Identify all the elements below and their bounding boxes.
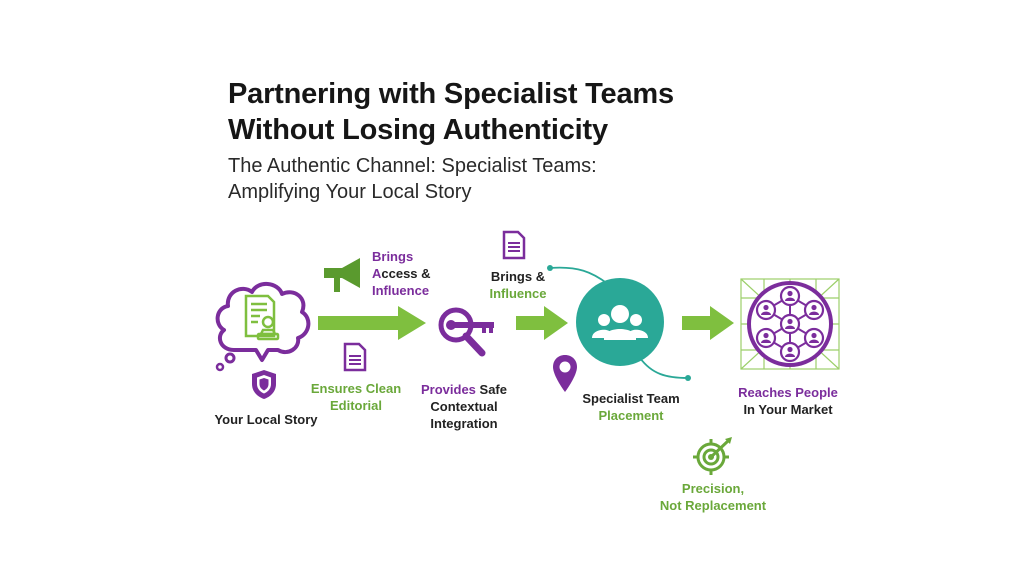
influence-label: Brings & Influence bbox=[489, 269, 547, 301]
person-body-icon bbox=[785, 297, 795, 301]
location-pin-icon bbox=[553, 355, 577, 392]
market-label: Reaches People In Your Market bbox=[738, 385, 838, 417]
placement-label: Specialist Team Placement bbox=[582, 391, 680, 423]
title-line-2: Without Losing Authenticity bbox=[228, 114, 608, 146]
person-body-icon bbox=[809, 339, 819, 343]
people-network-icon bbox=[740, 278, 840, 370]
subtitle-line-1: The Authentic Channel: Specialist Teams: bbox=[228, 155, 597, 177]
person-head-icon bbox=[787, 346, 793, 353]
integration-label: Provides Safe Contextual Integration bbox=[421, 382, 507, 431]
person-body-icon bbox=[785, 353, 795, 357]
precision-label: Precision, Not Replacement bbox=[659, 481, 767, 513]
shield-icon bbox=[252, 370, 276, 399]
person-head-icon bbox=[811, 332, 817, 339]
person-body-icon bbox=[761, 339, 771, 343]
document-icon bbox=[343, 342, 367, 372]
person-head-icon bbox=[763, 332, 769, 339]
arrow-right-icon bbox=[516, 306, 568, 340]
target-arrow-icon bbox=[693, 437, 732, 475]
key-magnifier-icon bbox=[438, 307, 494, 357]
thought-cloud-document-stamp-icon bbox=[215, 282, 311, 372]
person-head-icon bbox=[763, 304, 769, 311]
access-label: Brings Access & Influence bbox=[372, 249, 431, 298]
page-title: Partnering with Specialist Teams Without… bbox=[228, 76, 674, 148]
person-body-icon bbox=[809, 311, 819, 315]
team-circle-icon bbox=[547, 265, 691, 381]
person-head-icon bbox=[811, 304, 817, 311]
document-icon bbox=[502, 230, 526, 260]
arrow-right-icon bbox=[682, 306, 734, 340]
arrow-right-icon bbox=[318, 306, 426, 340]
local-story-label: Your Local Story bbox=[214, 412, 318, 427]
page-subtitle: The Authentic Channel: Specialist Teams:… bbox=[228, 153, 597, 205]
title-line-1: Partnering with Specialist Teams bbox=[228, 78, 674, 110]
person-head-icon bbox=[787, 318, 793, 325]
person-head-icon bbox=[787, 290, 793, 297]
person-body-icon bbox=[785, 325, 795, 329]
megaphone-icon bbox=[324, 258, 360, 292]
person-body-icon bbox=[761, 311, 771, 315]
subtitle-line-2: Amplifying Your Local Story bbox=[228, 181, 472, 203]
editorial-label: Ensures Clean Editorial bbox=[310, 381, 402, 413]
